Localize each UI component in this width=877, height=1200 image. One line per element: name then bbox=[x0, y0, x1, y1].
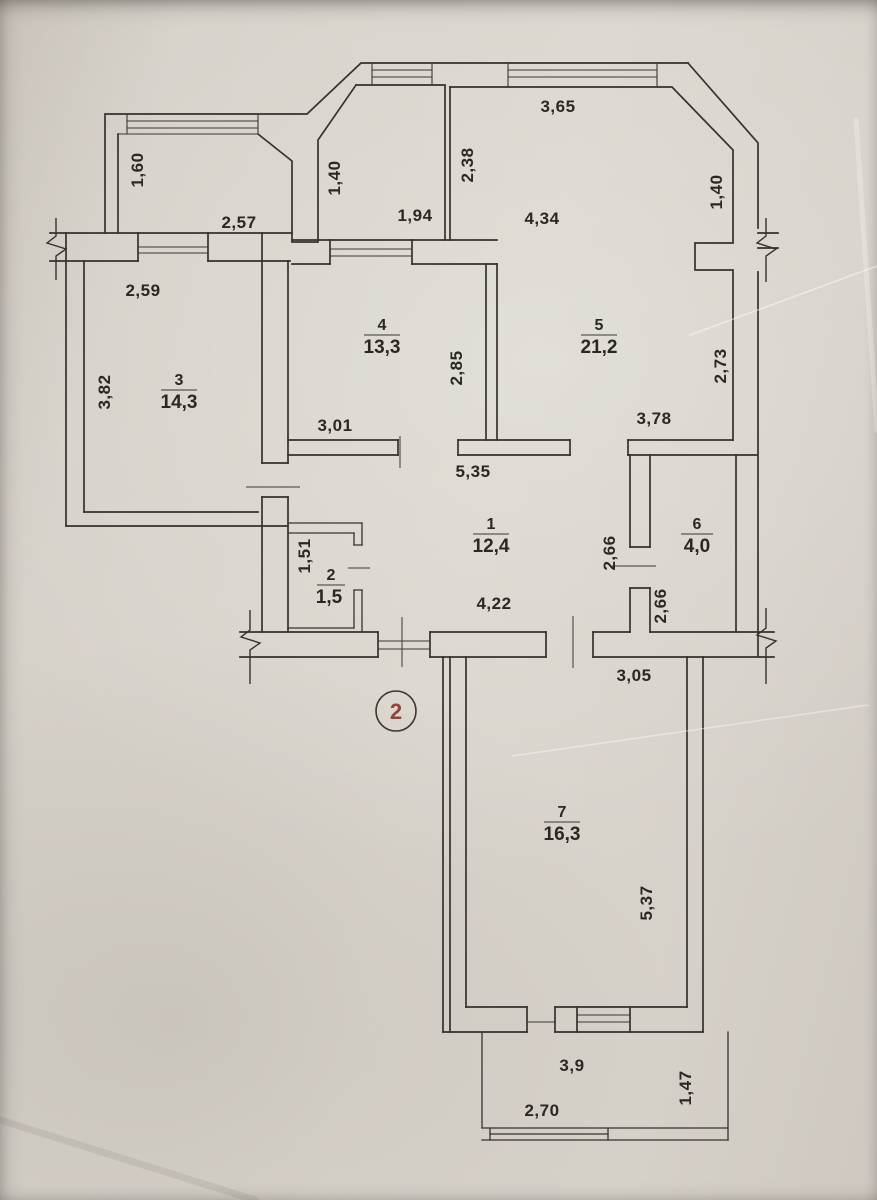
dim-balcony-bottom-height: 1,47 bbox=[676, 1070, 695, 1105]
dimension-labels: 2,57 2,59 1,94 3,65 4,34 3,01 3,78 5,35 … bbox=[95, 97, 730, 1120]
dim-balcony-mid-width: 1,94 bbox=[397, 206, 432, 225]
wall-break-marks bbox=[45, 218, 778, 684]
dim-balcony-mid-depth: 1,40 bbox=[325, 160, 344, 195]
dim-hall-bottom-width: 4,22 bbox=[476, 594, 511, 613]
room-label-3: 3 14,3 bbox=[161, 372, 198, 413]
dim-room5-bottom-width: 3,78 bbox=[636, 409, 671, 428]
room6-area: 4,0 bbox=[684, 536, 710, 557]
dim-balcony-bottom-area: 3,9 bbox=[559, 1056, 584, 1075]
break-mid-right bbox=[755, 608, 778, 684]
dim-room5-window-width: 3,65 bbox=[540, 97, 575, 116]
room2-number: 2 bbox=[327, 567, 336, 584]
room-label-4: 4 13,3 bbox=[364, 317, 401, 358]
interior-walls bbox=[117, 133, 758, 633]
room7-number: 7 bbox=[558, 804, 567, 821]
dim-room5-right-height: 2,73 bbox=[711, 348, 730, 383]
room3-number: 3 bbox=[175, 372, 184, 389]
room7-area: 16,3 bbox=[544, 824, 581, 845]
dimension-ticks bbox=[246, 436, 656, 668]
room-label-2: 2 1,5 bbox=[316, 567, 345, 608]
dim-room7-right-height: 5,37 bbox=[637, 885, 656, 920]
dim-room3-left-height: 3,82 bbox=[95, 374, 114, 409]
dim-hall-right-height: 2,66 bbox=[600, 535, 619, 570]
room-labels: 1 12,4 2 1,5 3 14,3 4 13,3 5 21,2 6 4,0 bbox=[161, 317, 713, 845]
break-top-left bbox=[45, 218, 68, 280]
room3-area: 14,3 bbox=[161, 392, 198, 413]
dim-balcony-left-width: 2,57 bbox=[221, 213, 256, 232]
paper-creases bbox=[0, 117, 877, 1200]
room-label-5: 5 21,2 bbox=[581, 317, 618, 358]
dim-room2-left-height: 1,51 bbox=[295, 538, 314, 573]
break-mid-left bbox=[239, 610, 262, 684]
room6-number: 6 bbox=[693, 516, 702, 533]
dim-balcony-left-depth: 1,60 bbox=[128, 152, 147, 187]
room5-number: 5 bbox=[595, 317, 604, 334]
dim-balcony-bottom-width: 2,70 bbox=[524, 1101, 559, 1120]
room-label-1: 1 12,4 bbox=[473, 516, 510, 557]
room-label-6: 6 4,0 bbox=[681, 516, 713, 557]
break-top-right bbox=[755, 218, 778, 282]
dim-right-pier-height: 1,40 bbox=[707, 174, 726, 209]
dim-room5-upper-width: 4,34 bbox=[524, 209, 559, 228]
room4-area: 13,3 bbox=[364, 337, 401, 358]
dim-room3-top-width: 2,59 bbox=[125, 281, 160, 300]
dim-room5-upper-left-height: 2,38 bbox=[458, 147, 477, 182]
room1-area: 12,4 bbox=[473, 536, 510, 557]
dim-room4-bottom-width: 3,01 bbox=[317, 416, 352, 435]
room2-area: 1,5 bbox=[316, 587, 343, 608]
dim-room6-left-height: 2,66 bbox=[651, 588, 670, 623]
dim-room7-top-width: 3,05 bbox=[616, 666, 651, 685]
dim-hall-top-width: 5,35 bbox=[455, 462, 490, 481]
room2-walls bbox=[287, 522, 363, 633]
windows bbox=[117, 62, 658, 1023]
bottom-balcony-walls bbox=[481, 1031, 729, 1141]
dim-room4-right-height: 2,85 bbox=[447, 350, 466, 385]
room5-area: 21,2 bbox=[581, 337, 618, 358]
flat-number: 2 bbox=[390, 699, 402, 724]
room4-number: 4 bbox=[378, 317, 387, 334]
room1-number: 1 bbox=[487, 516, 496, 533]
flat-number-circle bbox=[375, 690, 417, 732]
room-label-7: 7 16,3 bbox=[544, 804, 581, 845]
flat-number-badge: 2 bbox=[375, 690, 417, 732]
